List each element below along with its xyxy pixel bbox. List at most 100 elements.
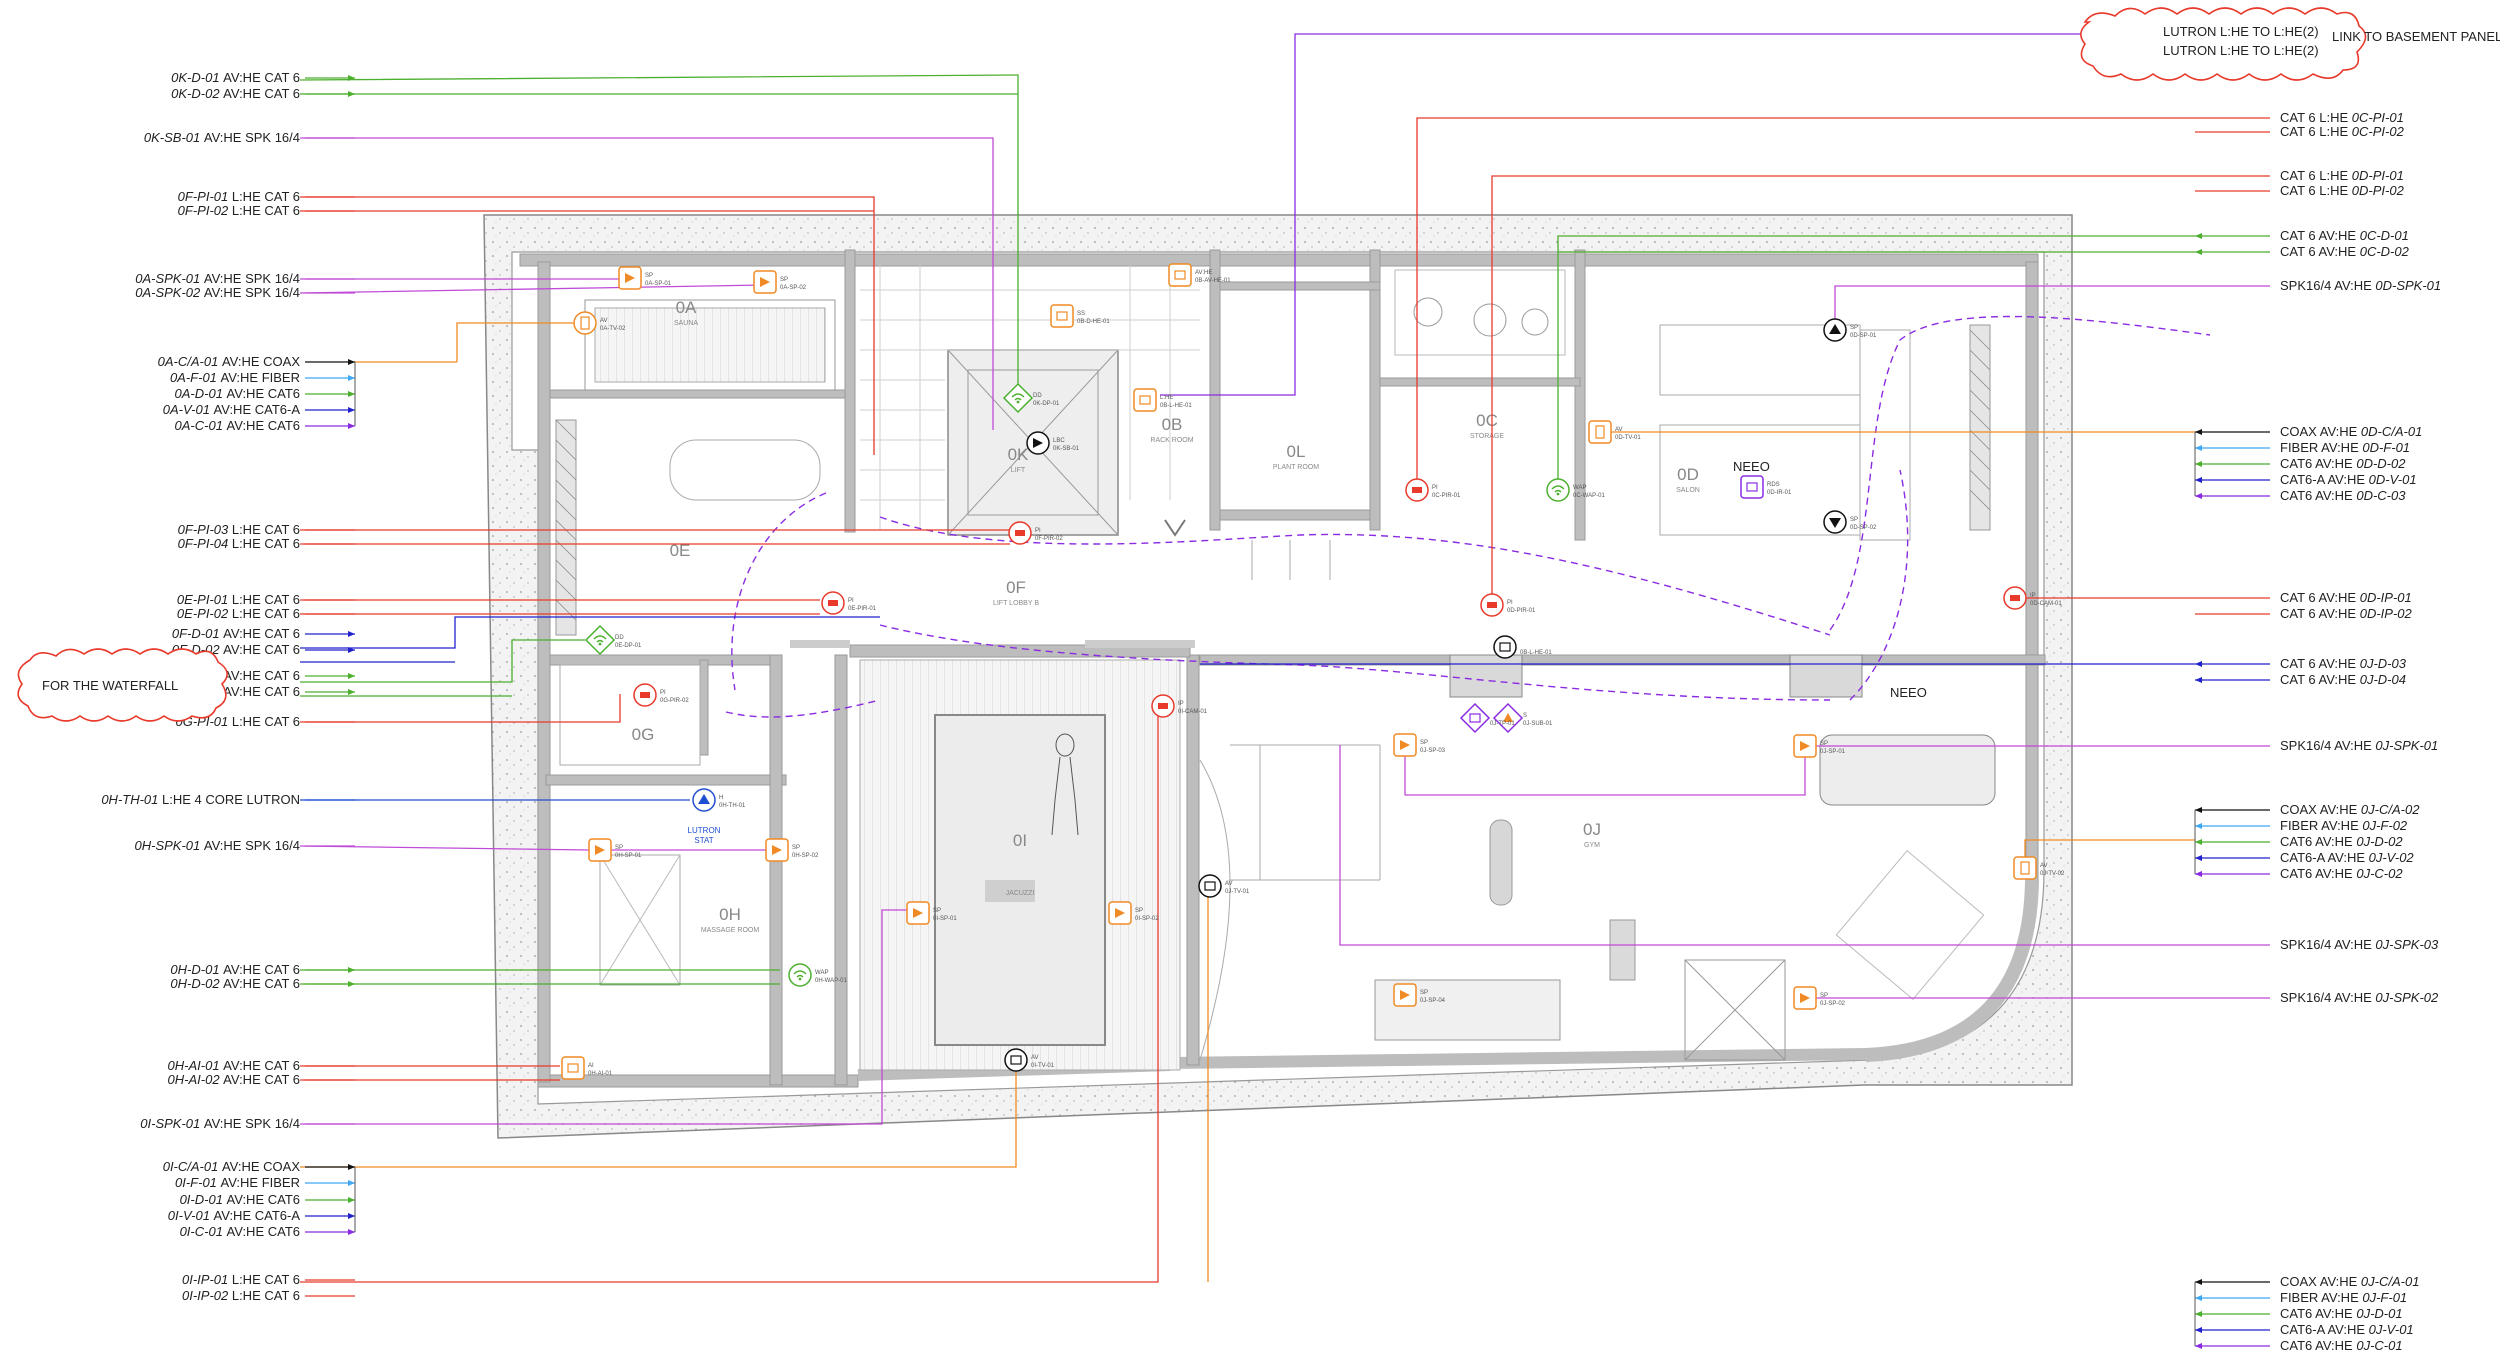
speaker-icon	[913, 908, 923, 918]
right-cable-label: CAT6-A AV:HE 0J-V-01	[2195, 1322, 2414, 1337]
room-code: 0F	[1006, 578, 1026, 597]
device-code: AV	[1615, 427, 1623, 433]
cable-id: 0J-F-02	[2362, 818, 2408, 833]
cable-id: 0I-SPK-01	[140, 1116, 204, 1131]
ceiling-wap[interactable]: 0B-L-HE-01	[1493, 635, 1552, 659]
device-id: 0B-D-HE-01	[1077, 319, 1110, 325]
device-id: 0I-CAM-01	[1178, 709, 1208, 715]
up-triangle-icon	[1829, 324, 1841, 334]
right-cable-label: CAT 6 L:HE 0C-PI-02	[2195, 124, 2405, 139]
cable-id: 0J-C/A-02	[2361, 802, 2420, 817]
cable-spec: CAT6 AV:HE	[2280, 1306, 2356, 1321]
device-box-icon	[1499, 642, 1511, 652]
arrow-icon	[348, 967, 355, 973]
cable-spec: CAT6 AV:HE	[2280, 488, 2356, 503]
gym-sub-tp[interactable]: 0J-TP-01	[1459, 702, 1515, 734]
arrow-icon	[2195, 249, 2202, 255]
pir-sensor-icon	[1412, 487, 1422, 493]
cable-id: 0D-C/A-01	[2361, 424, 2422, 439]
device-code: PI	[1432, 485, 1438, 491]
device-code: SP	[1850, 517, 1858, 523]
cable-id: 0I-V-01	[168, 1208, 214, 1223]
room-name: JACUZZI	[1006, 890, 1035, 897]
cable-spec: AV:HE SPK 16/4	[204, 271, 300, 286]
salon-av[interactable]: AV 0D-TV-01	[1588, 420, 1641, 444]
cable-id: 0J-SPK-03	[2375, 937, 2439, 952]
cable-id: 0H-AI-01	[168, 1058, 224, 1073]
cable-label-text: 0K-SB-01 AV:HE SPK 16/4	[144, 130, 300, 145]
left-cable-label: 0A-D-01 AV:HE CAT6	[175, 386, 355, 401]
device-frame	[1198, 874, 1222, 898]
device-id: 0D-TV-01	[1615, 435, 1641, 441]
cable-label-text: 0A-D-01 AV:HE CAT6	[175, 386, 300, 401]
left-cable-label: 0A-V-01 AV:HE CAT6-A	[163, 402, 355, 417]
device-id: 0D-PIR-01	[1507, 608, 1536, 614]
cable-spec: AV:HE CAT6	[227, 418, 300, 433]
arrow-icon	[2195, 1327, 2202, 1333]
cable-id: 0I-IP-01	[182, 1272, 232, 1287]
room-code: 0L	[1287, 442, 1306, 461]
device-frame	[1004, 1048, 1028, 1072]
device-id: 0I-TV-01	[1031, 1063, 1055, 1069]
device-id: 0A-SP-01	[645, 281, 672, 287]
neeo-label: NEEO	[1890, 685, 1927, 700]
arrow-icon	[2195, 1343, 2202, 1349]
arrow-icon	[2195, 1311, 2202, 1317]
massage-thermostat[interactable]: H0H-TH-01	[692, 788, 746, 812]
pir-sensor-icon	[828, 600, 838, 606]
cable-id: 0H-D-02	[170, 976, 223, 991]
arrow-icon	[2195, 823, 2202, 829]
speaker-icon	[1033, 438, 1043, 448]
right-cable-label: SPK16/4 AV:HE 0J-SPK-03	[2195, 937, 2439, 952]
left-cable-label: 0A-C/A-01 AV:HE COAX	[158, 354, 355, 369]
cable-id: 0E-PI-02	[177, 606, 232, 621]
cable-label-text: 0F-PI-01 L:HE CAT 6	[178, 189, 300, 204]
cable-id: 0F-D-01	[172, 626, 223, 641]
gym-sub[interactable]: S0J-SUB-01	[1492, 702, 1553, 734]
cable-spec: CAT6-A AV:HE	[2280, 472, 2369, 487]
arrow-icon	[348, 1180, 355, 1186]
cable-id: 0I-C-01	[180, 1224, 227, 1239]
device-code: LBC	[1053, 438, 1065, 444]
right-cable-label: COAX AV:HE 0J-C/A-02	[2195, 802, 2420, 817]
cable-label-text: CAT 6 L:HE 0C-PI-02	[2280, 124, 2405, 139]
cable-spec: AV:HE CAT6	[227, 1224, 300, 1239]
device-id: 0H-SP-02	[792, 853, 819, 859]
right-cable-label: CAT6-A AV:HE 0D-V-01	[2195, 472, 2417, 487]
cable-label-text: 0I-C/A-01 AV:HE COAX	[163, 1159, 301, 1174]
cable-spec: CAT6 AV:HE	[2280, 866, 2356, 881]
